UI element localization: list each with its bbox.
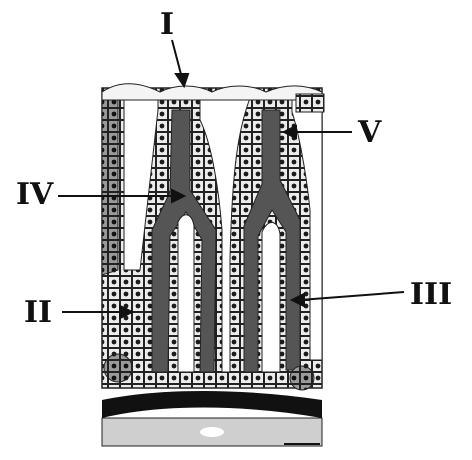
label-III: III — [410, 277, 452, 312]
submucosa-vessel — [200, 427, 224, 437]
lumen-3 — [178, 215, 194, 372]
arrow-I-head — [176, 74, 188, 86]
arrow-I — [172, 40, 182, 78]
lumen-4 — [262, 222, 280, 372]
label-I: I — [160, 7, 174, 42]
label-V: V — [357, 115, 382, 150]
crypt-right — [290, 366, 314, 390]
surface-cells — [296, 94, 324, 112]
left-tissue-edge — [102, 96, 118, 275]
crypt-left — [104, 354, 132, 382]
tissue-block — [102, 84, 324, 446]
muscularis-mucosae — [102, 391, 322, 418]
label-IV: IV — [16, 177, 54, 212]
label-II: II — [24, 295, 52, 330]
mucosal-surface — [102, 84, 322, 100]
